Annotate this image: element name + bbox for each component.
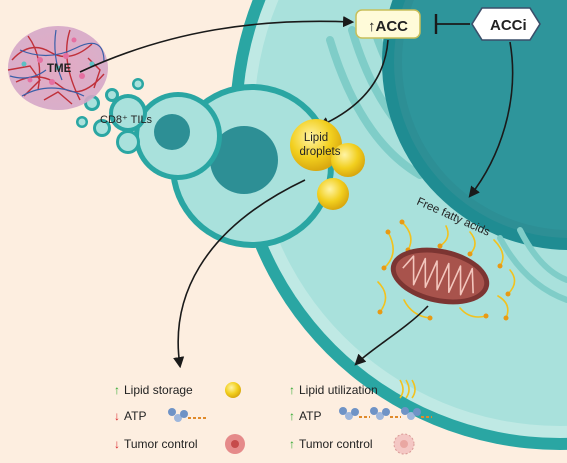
acc-box — [355, 9, 421, 39]
arrow-acc-to-lipid — [317, 39, 389, 128]
up-arrow-icon: ↑ — [114, 383, 120, 397]
atp-molecules-icon — [339, 407, 432, 420]
up-arrow-icon: ↑ — [289, 383, 295, 397]
outcome-text: Tumor control — [124, 437, 198, 451]
outcome-lipid-storage: ↑ Lipid storage — [114, 383, 193, 397]
tumor-cell-icon — [225, 434, 245, 454]
outcome-tumor-control-low: ↓ Tumor control — [114, 437, 198, 451]
up-arrow-icon: ↑ — [289, 409, 295, 423]
dying-tumor-cell-icon — [393, 433, 415, 455]
acc-label: ↑ACC — [368, 18, 408, 35]
outcome-tumor-control-high: ↑ Tumor control — [289, 437, 373, 451]
lipid-storage-icon — [225, 382, 241, 398]
acci-label: ACCi — [490, 17, 527, 34]
lipid-utilization-icon — [399, 379, 416, 399]
tme-cluster — [7, 26, 108, 110]
lipid-droplets — [290, 119, 365, 210]
outcome-text: Lipid utilization — [299, 383, 378, 397]
outcome-atp-low: ↓ ATP — [114, 409, 146, 423]
tme-label: TME — [47, 63, 72, 75]
outcome-text: ATP — [299, 409, 322, 423]
mitochondrion-group — [377, 219, 516, 321]
down-arrow-icon: ↓ — [114, 409, 120, 423]
acci-hexagon — [471, 7, 541, 41]
outcome-lipid-utilization: ↑ Lipid utilization — [289, 383, 378, 397]
arrow-lipid-to-outcomes — [173, 179, 306, 369]
arrow-mito-to-outcomes — [354, 305, 429, 366]
lipid-droplets-label-2: droplets — [300, 146, 341, 158]
up-arrow-icon: ↑ — [289, 437, 295, 451]
t-cell — [230, 0, 567, 450]
outcome-atp-high: ↑ ATP — [289, 409, 321, 423]
outcome-text: Tumor control — [299, 437, 373, 451]
arrow-acci-to-ffa — [468, 41, 514, 198]
lipid-droplets-label-1: Lipid — [304, 132, 328, 144]
atp-molecule-icon — [168, 408, 206, 422]
arrow-tme-to-acc — [79, 16, 355, 73]
cd8-tils-label: CD8⁺ TILs — [100, 114, 153, 126]
cd8-til-cells — [76, 78, 334, 248]
down-arrow-icon: ↓ — [114, 437, 120, 451]
outcome-text: Lipid storage — [124, 383, 193, 397]
outcome-text: ATP — [124, 409, 147, 423]
